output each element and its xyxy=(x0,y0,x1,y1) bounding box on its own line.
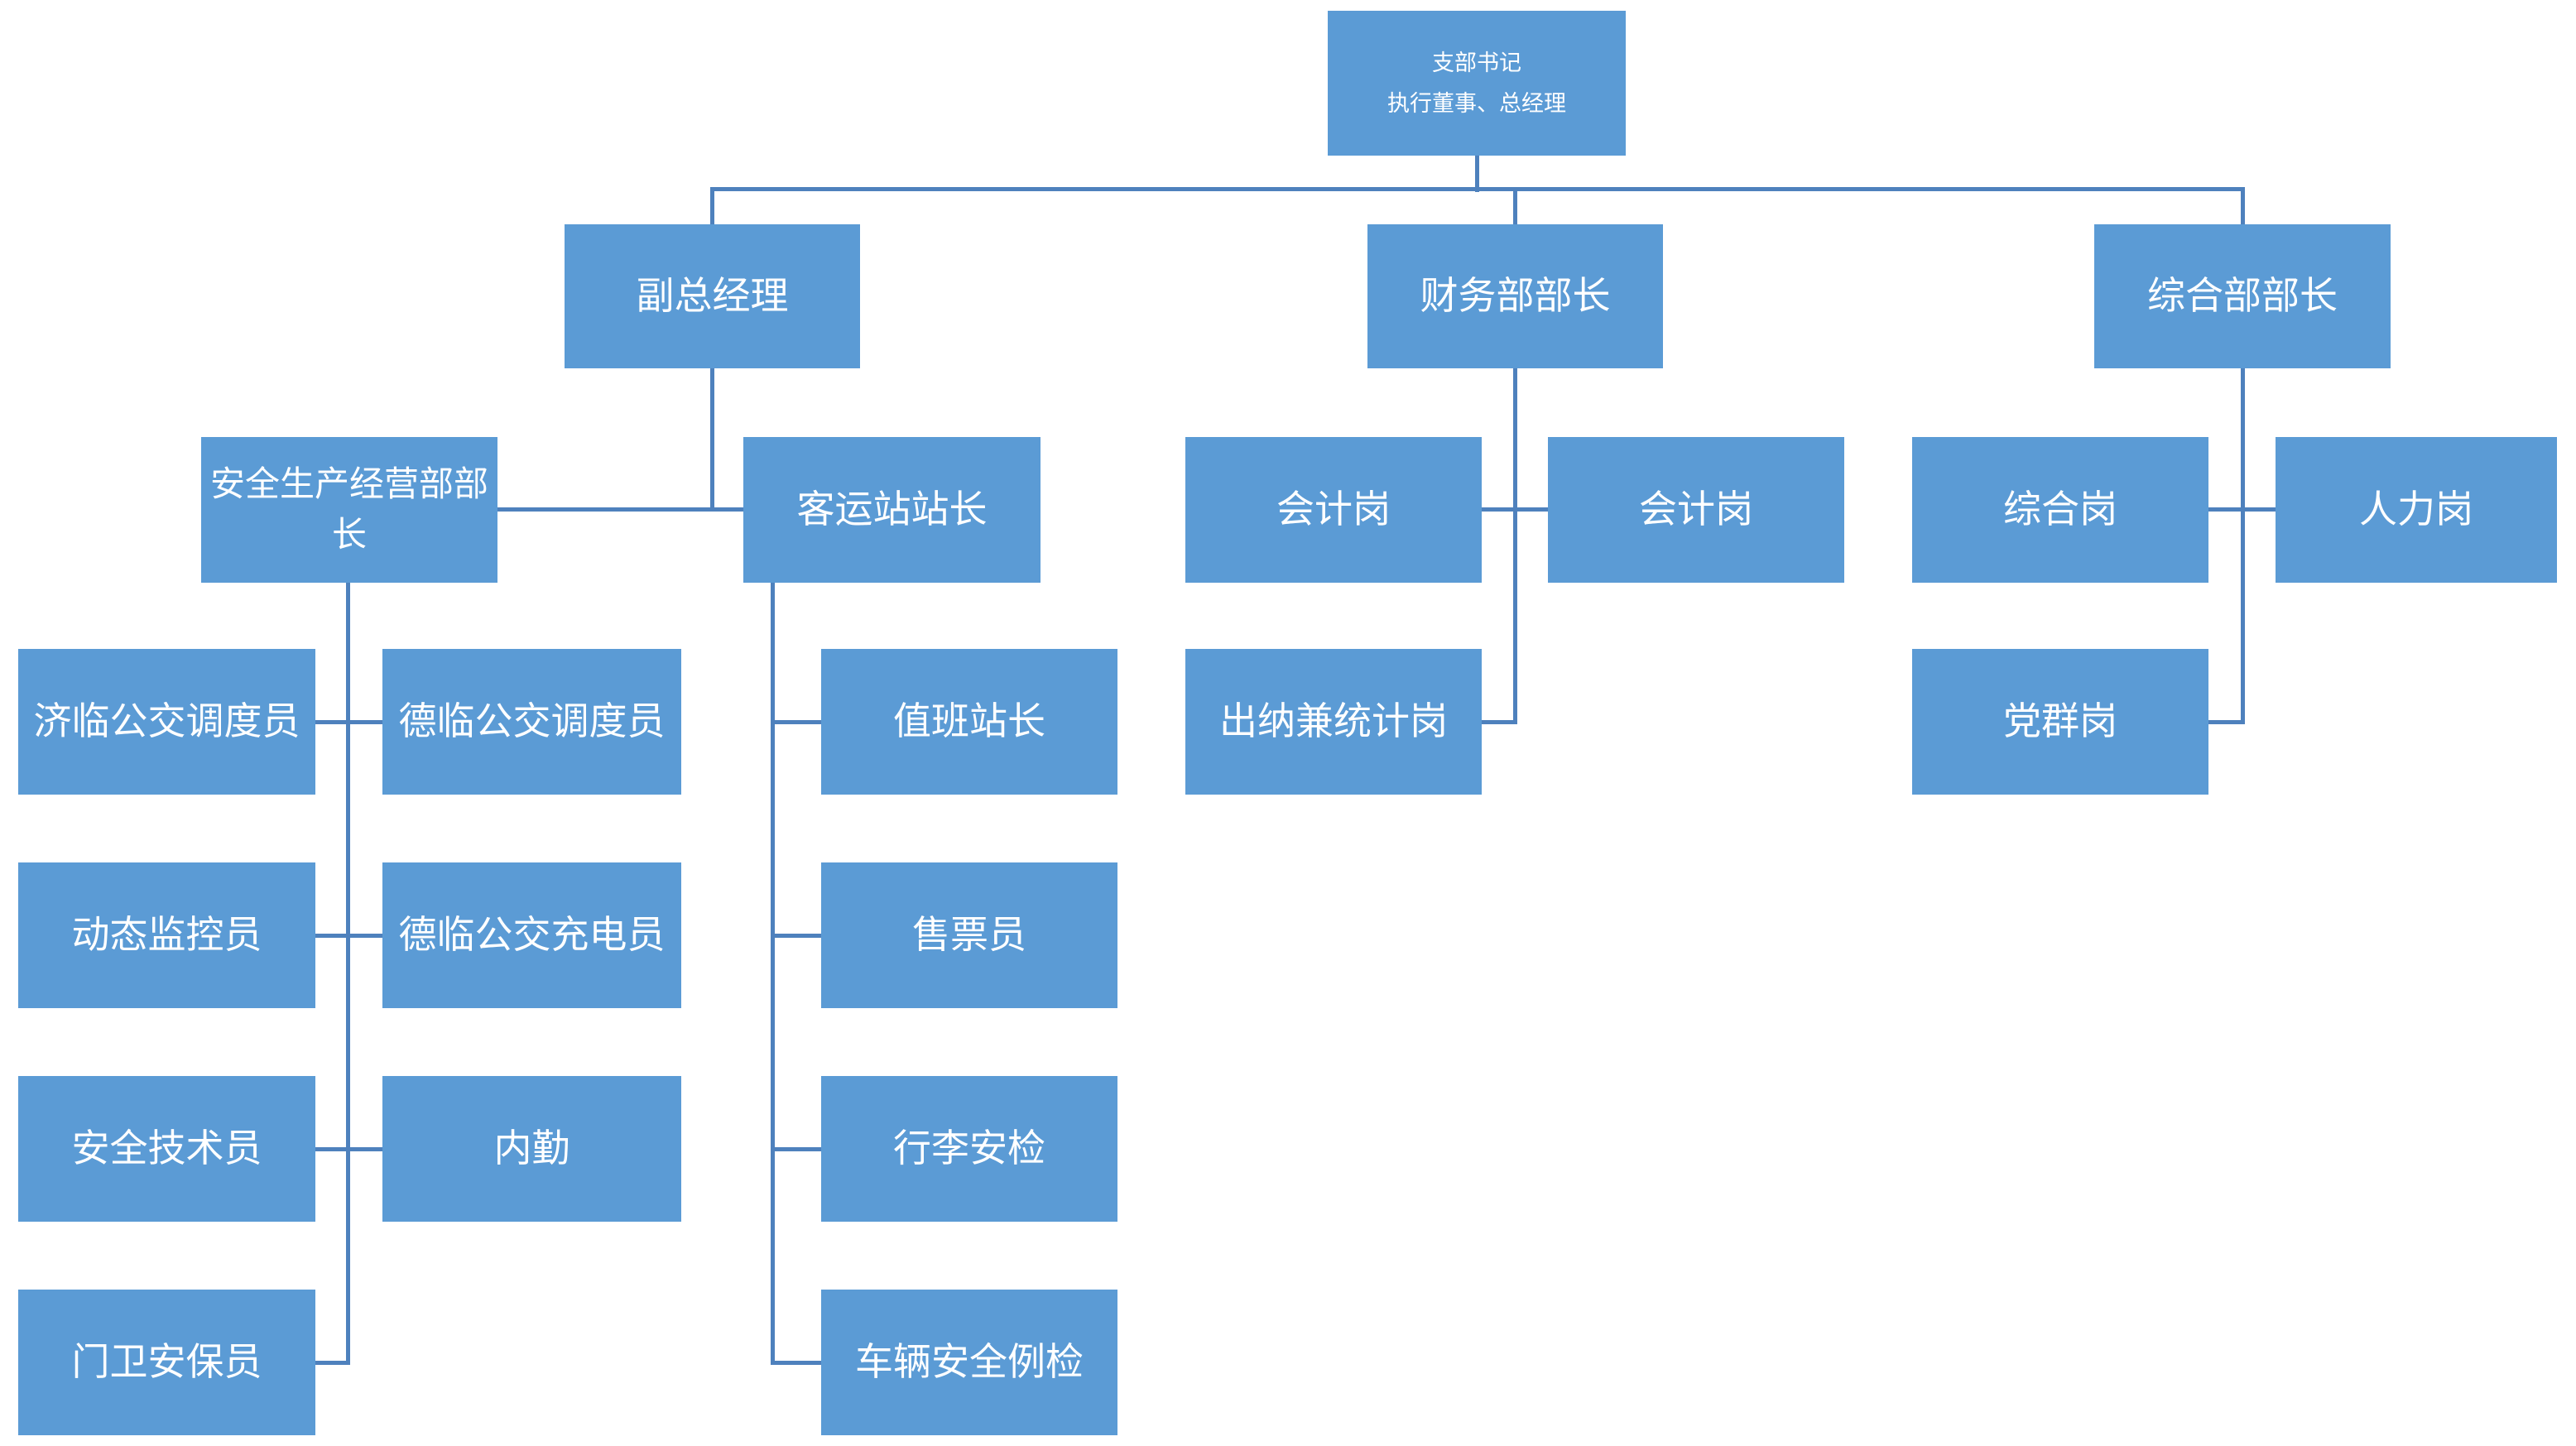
node-accounting-post-1[interactable]: 会计岗 xyxy=(1185,437,1482,583)
connector-finance-trunk xyxy=(1513,368,1517,724)
connector-safety-stub-row4 xyxy=(315,720,382,724)
connector-general-trunk xyxy=(2241,368,2245,724)
node-station-master[interactable]: 客运站站长 xyxy=(743,437,1040,583)
node-delin-bus-charger[interactable]: 德临公交充电员 xyxy=(382,862,681,1008)
node-branch-secretary-gm[interactable]: 支部书记 执行董事、总经理 xyxy=(1328,11,1626,156)
connector-vice-gm-stem xyxy=(710,368,714,512)
connector-drop-vice-gm xyxy=(710,187,714,224)
connector-station-stub-row5 xyxy=(771,934,821,938)
connector-station-stub-row6 xyxy=(771,1147,821,1151)
node-vice-general-manager[interactable]: 副总经理 xyxy=(565,224,860,368)
node-accounting-post-2[interactable]: 会计岗 xyxy=(1548,437,1844,583)
connector-finance-stub-cashier xyxy=(1482,720,1517,724)
node-duty-station-master[interactable]: 值班站长 xyxy=(821,649,1117,795)
connector-vice-gm-hlink xyxy=(497,507,743,512)
node-finance-dept-head[interactable]: 财务部部长 xyxy=(1367,224,1663,368)
connector-station-trunk xyxy=(771,583,775,1365)
node-internal-clerk[interactable]: 内勤 xyxy=(382,1076,681,1222)
connector-drop-finance xyxy=(1513,187,1517,224)
connector-station-stub-row4 xyxy=(771,720,821,724)
connector-drop-general-dept xyxy=(2241,187,2245,224)
node-safety-ops-dept-head[interactable]: 安全生产经营部部长 xyxy=(201,437,497,583)
connector-station-stub-row7 xyxy=(771,1361,821,1365)
connector-safety-stub-row7 xyxy=(315,1361,350,1365)
connector-level2-bus xyxy=(710,187,2245,191)
node-cashier-statistics-post[interactable]: 出纳兼统计岗 xyxy=(1185,649,1482,795)
node-baggage-security[interactable]: 行李安检 xyxy=(821,1076,1117,1222)
connector-safety-stub-row6 xyxy=(315,1147,382,1151)
connector-safety-stub-row5 xyxy=(315,934,382,938)
node-branch-secretary-line1: 支部书记 xyxy=(1432,50,1521,75)
node-delin-bus-dispatcher[interactable]: 德临公交调度员 xyxy=(382,649,681,795)
node-dynamic-monitor[interactable]: 动态监控员 xyxy=(18,862,315,1008)
connector-root-stem xyxy=(1475,156,1479,192)
node-safety-technician[interactable]: 安全技术员 xyxy=(18,1076,315,1222)
connector-general-stub-posts xyxy=(2208,507,2276,512)
node-general-dept-head[interactable]: 综合部部长 xyxy=(2094,224,2391,368)
connector-general-stub-party xyxy=(2208,720,2245,724)
node-vehicle-safety-check[interactable]: 车辆安全例检 xyxy=(821,1290,1117,1435)
node-jilin-bus-dispatcher[interactable]: 济临公交调度员 xyxy=(18,649,315,795)
connector-safety-trunk xyxy=(346,583,350,1365)
node-party-mass-post[interactable]: 党群岗 xyxy=(1912,649,2208,795)
node-ticket-seller[interactable]: 售票员 xyxy=(821,862,1117,1008)
node-branch-secretary-line2: 执行董事、总经理 xyxy=(1387,90,1566,116)
connector-finance-stub-accounting xyxy=(1482,507,1548,512)
node-hr-post[interactable]: 人力岗 xyxy=(2276,437,2557,583)
node-gate-guard[interactable]: 门卫安保员 xyxy=(18,1290,315,1435)
node-general-post[interactable]: 综合岗 xyxy=(1912,437,2208,583)
